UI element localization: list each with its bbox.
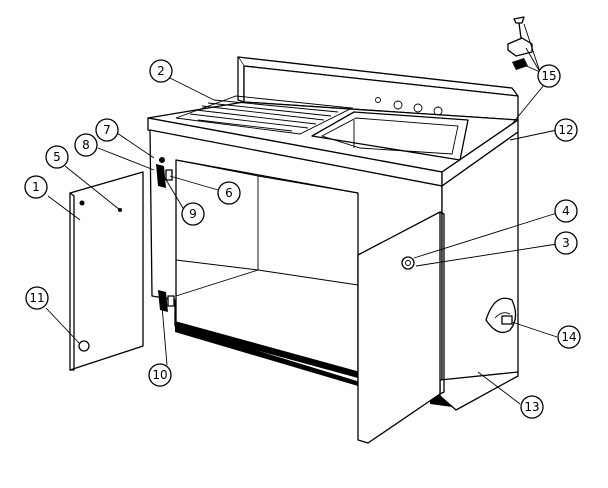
hinge-upper [156, 157, 173, 188]
callout-label: 4 [562, 204, 570, 218]
callout-1: 1 [24, 175, 48, 199]
callout-label: 1 [32, 180, 40, 194]
callout-13: 13 [520, 395, 544, 419]
mounting-screws [507, 16, 533, 70]
callout-11: 11 [25, 286, 49, 310]
callout-8: 8 [74, 133, 98, 157]
callout-label: 8 [82, 138, 90, 152]
leader-lines [45, 23, 558, 405]
callout-label: 11 [29, 291, 44, 305]
side-access-panel [485, 297, 517, 334]
callout-label: 2 [157, 64, 165, 78]
toe-kick [175, 326, 358, 386]
door-knob [401, 256, 415, 270]
faucet-hole [375, 97, 381, 103]
sink-top [147, 95, 519, 187]
callout-12: 12 [554, 118, 578, 142]
callout-label: 14 [561, 330, 576, 344]
callout-label: 13 [524, 400, 539, 414]
clip-14 [501, 315, 513, 325]
left-door [69, 171, 144, 371]
hinge-lower [158, 290, 175, 312]
callout-7: 7 [95, 118, 119, 142]
callout-4: 4 [554, 199, 578, 223]
callout-5: 5 [45, 145, 69, 169]
callout-15: 15 [537, 64, 561, 88]
callout-label: 9 [189, 207, 197, 221]
drainboard-ribs [189, 99, 339, 132]
callout-label: 6 [225, 186, 233, 200]
callout-9: 9 [181, 202, 205, 226]
callout-label: 10 [152, 368, 167, 382]
door-knob [78, 340, 90, 352]
callout-label: 3 [562, 236, 570, 250]
callout-label: 15 [541, 69, 556, 83]
callout-14: 14 [557, 325, 581, 349]
door-bumper [79, 200, 85, 206]
cabinet-body [149, 129, 519, 411]
right-door [357, 211, 445, 444]
faucet-hole [393, 100, 403, 110]
callout-label: 12 [558, 123, 573, 137]
callout-2: 2 [149, 59, 173, 83]
callout-10: 10 [148, 363, 172, 387]
callout-3: 3 [554, 231, 578, 255]
callout-label: 7 [103, 123, 111, 137]
faucet-hole [413, 103, 423, 113]
callout-6: 6 [217, 181, 241, 205]
callout-label: 5 [53, 150, 61, 164]
